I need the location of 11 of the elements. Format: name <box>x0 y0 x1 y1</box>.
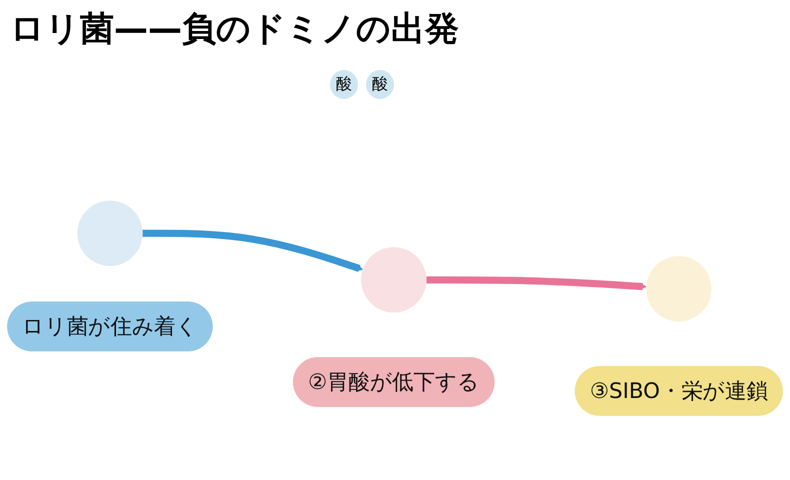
node-box: ロリ菌が住み着く <box>7 302 213 352</box>
node-box: ②胃酸が低下する <box>292 357 495 407</box>
acid-drop-label: 酸 <box>330 70 358 99</box>
acid-drop-label: 酸 <box>366 70 394 99</box>
arrow <box>426 276 647 290</box>
arrow <box>142 230 364 272</box>
title: ロリ菌——負のドミノの出発 <box>10 8 460 51</box>
node-circle <box>646 256 712 322</box>
node-circle <box>361 247 426 313</box>
node-box: ③SIBO・栄が連鎖 <box>574 366 783 416</box>
node-circle <box>77 200 143 266</box>
